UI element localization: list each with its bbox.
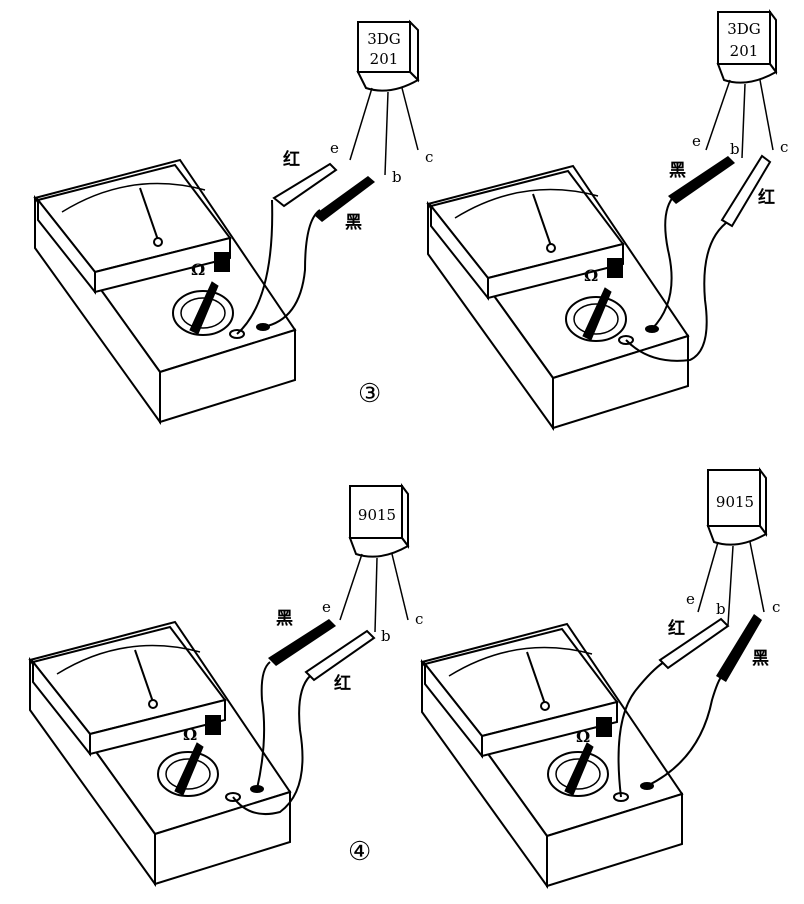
ohm-adjust-knob: [596, 717, 612, 737]
group-label-4: ④: [348, 837, 371, 867]
pin-b-leg: [384, 91, 389, 176]
red-probe-label: 红: [283, 149, 300, 170]
black-probe: [716, 614, 762, 682]
pin-b-label: b: [392, 168, 402, 186]
pin-e-label: e: [330, 139, 339, 157]
red-probe-label: 红: [668, 618, 685, 639]
black-probe-label: 黑: [669, 161, 686, 181]
chip-label-line2: 201: [370, 50, 399, 68]
ohm-symbol: Ω: [191, 260, 205, 279]
multimeter: Ω: [420, 622, 684, 890]
pin-c-leg: [401, 87, 419, 151]
panel-4-left: Ω 9015 e b c 黑 红: [28, 483, 423, 888]
ohm-symbol: Ω: [576, 727, 590, 746]
black-lead-wire: [256, 661, 271, 790]
chip-label-line1: 3DG: [727, 20, 761, 38]
knob-pointer: [564, 742, 594, 796]
black-lead-wire: [646, 675, 723, 787]
knob-pointer: [582, 287, 612, 341]
chip-label-line2: 201: [730, 42, 759, 60]
chip-label-line1: 9015: [716, 493, 754, 511]
panel-4-right: Ω 9015 e b c 红 黑: [420, 467, 780, 890]
ohm-adjust-knob: [205, 715, 221, 735]
selector-knob: [157, 751, 219, 797]
ohm-adjust-knob: [214, 252, 230, 272]
pin-c-label: c: [780, 138, 788, 156]
panel-3-right: Ω 3DG 201 e b c 黑 红: [426, 9, 788, 432]
black-probe-label: 黑: [276, 609, 293, 629]
pin-b-leg: [727, 545, 734, 626]
black-probe: [314, 176, 375, 222]
multimeter: Ω: [426, 164, 690, 432]
red-lead-wire: [625, 219, 731, 362]
pin-c-label: c: [772, 598, 780, 616]
pin-e-label: e: [686, 590, 695, 608]
pin-c-label: c: [415, 610, 423, 628]
pin-c-leg: [749, 541, 765, 613]
knob-pointer: [189, 281, 219, 335]
pin-b-leg: [374, 557, 378, 633]
pin-e-leg: [697, 541, 719, 613]
black-lead-wire: [651, 194, 676, 330]
red-lead-wire: [236, 199, 274, 335]
black-probe: [268, 619, 336, 666]
transistor-body: [717, 11, 771, 65]
pin-c-leg: [391, 553, 409, 621]
red-probe: [272, 162, 338, 208]
multimeter: Ω: [28, 620, 292, 888]
pin-e-label: e: [322, 598, 331, 616]
ohm-symbol: Ω: [183, 725, 197, 744]
knob-pointer: [174, 742, 204, 796]
black-probe-label: 黑: [345, 213, 362, 233]
black-lead-wire: [262, 209, 321, 328]
chip-label-line1: 3DG: [367, 30, 401, 48]
red-probe: [304, 629, 376, 682]
pin-c-leg: [759, 79, 774, 151]
ohm-adjust-knob: [607, 258, 623, 278]
pin-b-label: b: [730, 140, 740, 158]
pin-b-label: b: [716, 600, 726, 618]
selector-knob: [547, 751, 609, 797]
transistor: 9015: [339, 483, 410, 633]
red-probe: [720, 154, 772, 228]
black-probe: [668, 156, 735, 204]
red-probe-label: 红: [758, 187, 775, 208]
pin-e-leg: [349, 87, 373, 161]
transistor: 9015: [697, 467, 768, 626]
selector-knob: [565, 296, 627, 342]
red-probe-label: 红: [334, 673, 351, 694]
transistor: 3DG 201: [705, 9, 778, 159]
pin-c-label: c: [425, 148, 433, 166]
pin-e-leg: [339, 553, 363, 621]
panel-3-left: Ω 3DG 201 e b c 红 黑: [33, 19, 433, 426]
red-probe: [658, 617, 730, 670]
selector-knob: [172, 290, 234, 336]
pin-b-leg: [741, 83, 746, 159]
group-label-3: ③: [358, 379, 381, 409]
pin-e-leg: [705, 79, 731, 151]
transistor: 3DG 201: [349, 19, 420, 176]
red-lead-wire: [232, 675, 311, 816]
black-probe-label: 黑: [752, 649, 769, 669]
pin-b-label: b: [381, 627, 391, 645]
multimeter: Ω: [33, 158, 297, 426]
transistor-body: [707, 469, 761, 527]
pin-e-label: e: [692, 132, 701, 150]
red-lead-wire: [617, 661, 665, 798]
ohm-symbol: Ω: [584, 266, 598, 285]
chip-label-line1: 9015: [358, 506, 396, 524]
